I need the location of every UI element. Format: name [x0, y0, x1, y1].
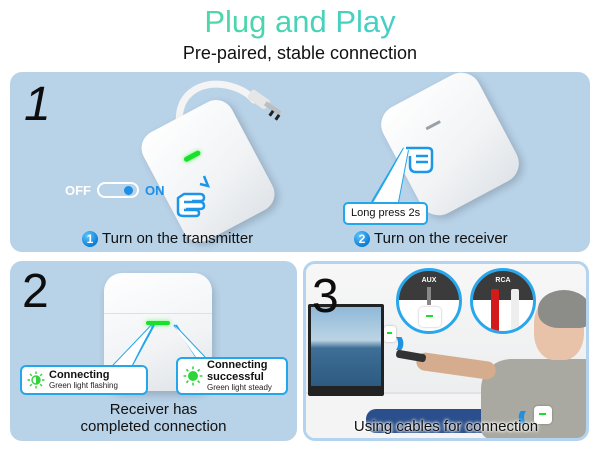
press-hand-icon [406, 146, 434, 174]
tv-image [308, 304, 384, 396]
aux-device [419, 307, 441, 327]
transmitter-led [183, 149, 202, 163]
step-1b-caption: 2 Turn on the receiver [354, 230, 508, 248]
half-sun-icon [27, 371, 45, 389]
aux-jack [427, 287, 431, 305]
aux-label: AUX [421, 277, 437, 284]
step-3-panel: ))) ((( 3 AUX RCA Using cables for conne… [303, 261, 589, 441]
receiver-vent [425, 120, 441, 131]
status-success-detail: Green light steady [207, 383, 272, 392]
aux-inset: AUX [396, 268, 462, 334]
pointing-hand-icon [176, 175, 211, 218]
step-badge-icon: 2 [354, 231, 370, 247]
callout-pointer [371, 147, 409, 203]
person-hair [538, 290, 586, 328]
signal-wave-icon: ((( [518, 408, 526, 424]
receiver-led [146, 321, 170, 325]
sun-icon [183, 366, 203, 386]
receiver-lid-line [104, 313, 212, 314]
step-2-caption-line2: completed connection [80, 418, 227, 435]
signal-wave-icon: ))) [396, 334, 404, 350]
rca-white-plug [511, 289, 519, 331]
toggle-off-label: OFF [65, 182, 91, 198]
person-legs [366, 409, 496, 433]
person-body [481, 359, 586, 438]
rca-red-plug [491, 289, 499, 331]
page-title: Plug and Play [0, 4, 600, 40]
status-success-title: Connecting [207, 359, 268, 371]
tv-transmitter [384, 326, 396, 342]
power-toggle[interactable]: OFF ON [65, 182, 165, 198]
status-success-title-line2: successful [207, 371, 264, 383]
step-3-caption: Using cables for connection [353, 418, 539, 435]
step-number: 3 [312, 270, 339, 323]
toggle-on-label: ON [145, 182, 165, 198]
step-1-panel: 1 OFF ON 1 Turn on the transmitter Long [10, 72, 590, 252]
step-2-caption: Receiver has completed connection [10, 401, 297, 435]
status-success: Connecting successful Green light steady [176, 357, 288, 395]
toggle-knob [124, 186, 133, 195]
page-subtitle: Pre-paired, stable connection [182, 43, 418, 63]
step-1b-text: Turn on the receiver [374, 230, 508, 247]
transmitter-cable-icon [175, 80, 282, 140]
status-connecting: Connecting Green light flashing [20, 365, 148, 395]
long-press-callout: Long press 2s [343, 202, 429, 225]
toggle-track[interactable] [97, 182, 139, 198]
rca-inset: RCA [470, 268, 536, 334]
status-connecting-detail: Green light flashing [49, 381, 118, 390]
step-2-caption-line1: Receiver has [109, 401, 198, 418]
step-2-panel: 2 Connecting Green light flashing [10, 261, 297, 441]
step-1a-text: Turn on the transmitter [102, 230, 254, 247]
led-pointer-lines [109, 324, 211, 370]
step-number: 1 [24, 78, 51, 131]
step-1a-caption: 1 Turn on the transmitter [82, 230, 253, 248]
step-number: 2 [22, 265, 49, 318]
status-connecting-title: Connecting [49, 369, 110, 381]
rca-label: RCA [495, 277, 511, 284]
worn-receiver [534, 406, 552, 424]
step-badge-icon: 1 [82, 231, 98, 247]
